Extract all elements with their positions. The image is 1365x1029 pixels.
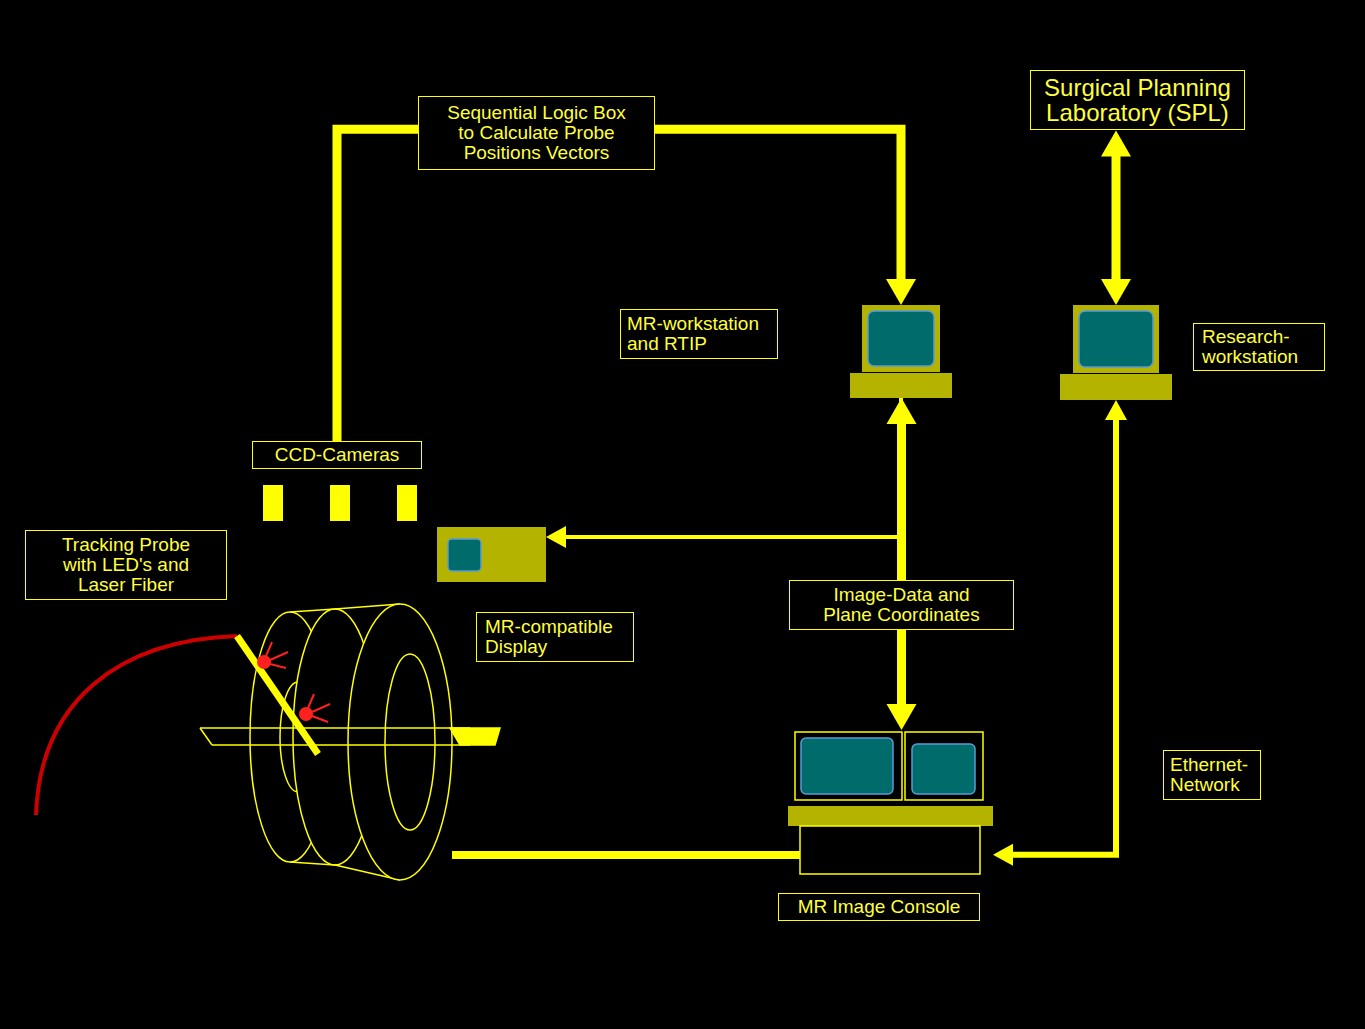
computer-base: [1060, 374, 1172, 400]
label-text: Surgical Planning Laboratory (SPL): [1041, 75, 1234, 125]
laser-fiber: [36, 636, 237, 815]
monitor-case: [905, 732, 983, 800]
label-box: MR Image Console: [778, 893, 980, 921]
computer-symbol: [1060, 305, 1172, 400]
connector: [546, 398, 901, 548]
led-ray: [312, 716, 328, 722]
camera-symbol: [330, 485, 350, 521]
label-box: MR-compatible Display: [476, 612, 634, 662]
tracking-probe: [237, 636, 318, 754]
table-edge: [200, 728, 212, 745]
console-symbol: [788, 730, 993, 875]
scanner-cable: [452, 851, 800, 859]
display-case: [437, 527, 546, 582]
arrowhead: [546, 526, 566, 548]
arrowhead: [887, 704, 917, 730]
monitor-screen: [868, 311, 934, 366]
computer-base: [850, 373, 952, 398]
label-box: Research-workstation: [1193, 323, 1325, 371]
label-text: MR-compatible Display: [485, 617, 625, 657]
monitor-case: [1073, 305, 1159, 373]
camera-symbol: [397, 485, 417, 521]
led-ray: [270, 652, 288, 660]
monitor-screen: [1079, 311, 1153, 367]
magnet-bore: [385, 654, 435, 830]
connector-line: [1112, 152, 1121, 283]
label-text: CCD-Cameras: [259, 445, 415, 465]
camera-label-box: CCD-Cameras: [252, 441, 422, 469]
led: [300, 708, 312, 720]
network-label-box: Ethernet-Network: [1163, 750, 1261, 800]
label-text: Research-workstation: [1202, 327, 1316, 367]
led-ray: [270, 664, 286, 668]
led-ray: [312, 704, 330, 712]
table-edge: [200, 727, 470, 729]
connector: [337, 129, 418, 441]
monitor-case: [795, 732, 902, 800]
led: [258, 656, 270, 668]
data-box: Image-Data and Plane Coordinates: [789, 580, 1014, 630]
arrowhead: [1101, 279, 1131, 305]
table-end: [450, 728, 500, 745]
led-ray: [308, 694, 314, 708]
label-text: MR-workstation and RTIP: [627, 314, 771, 354]
connector: [993, 400, 1127, 866]
magnet-rings: [250, 604, 452, 880]
monitor-screen: [801, 738, 893, 794]
label-box: MR-workstation and RTIP: [620, 309, 778, 359]
label-text: MR Image Console: [789, 897, 969, 917]
workstation-node: MR-workstation and RTIP: [850, 305, 952, 398]
connector-line: [1009, 416, 1116, 855]
connector-line: [897, 630, 906, 708]
display-screen: [448, 539, 481, 571]
probe-label-box: Tracking Probe with LED's and Laser Fibe…: [25, 530, 227, 600]
console-node: MR Image Console: [788, 730, 993, 875]
connector: [1101, 130, 1131, 305]
connector-line: [655, 129, 901, 283]
magnet-ring: [348, 604, 452, 880]
label-text: Tracking Probe with LED's and Laser Fibe…: [46, 535, 206, 595]
console-cabinet: [800, 826, 980, 874]
connector-line: [337, 129, 418, 441]
table-edge: [212, 744, 470, 746]
console-desk: [788, 806, 993, 826]
label-text: Ethernet-Network: [1170, 755, 1254, 795]
connector-line: [562, 398, 901, 537]
lab-box: Surgical Planning Laboratory (SPL): [1030, 70, 1245, 130]
patient-table: [200, 728, 500, 745]
connector: [655, 129, 916, 305]
arrowhead: [886, 279, 916, 305]
monitor-screen: [912, 744, 975, 794]
label-text: Sequential Logic Box to Calculate Probe …: [447, 103, 626, 163]
label-text: Image-Data and Plane Coordinates: [812, 585, 991, 625]
connector: [887, 630, 917, 730]
arrowhead: [993, 844, 1013, 866]
ring-edge: [290, 609, 335, 612]
led-ray: [266, 642, 272, 656]
process-box: Sequential Logic Box to Calculate Probe …: [418, 96, 655, 170]
ring-edge: [290, 862, 335, 865]
computer-symbol: [850, 305, 952, 398]
camera-symbol: [263, 485, 283, 521]
display-symbol: [437, 527, 546, 582]
workstation-node: Research-workstation: [1060, 305, 1172, 400]
monitor-case: [862, 305, 940, 372]
arrowhead: [1101, 130, 1131, 156]
led-markers: [258, 642, 330, 722]
display-node: MR-compatible Display: [437, 527, 546, 582]
arrowhead: [1105, 400, 1127, 420]
